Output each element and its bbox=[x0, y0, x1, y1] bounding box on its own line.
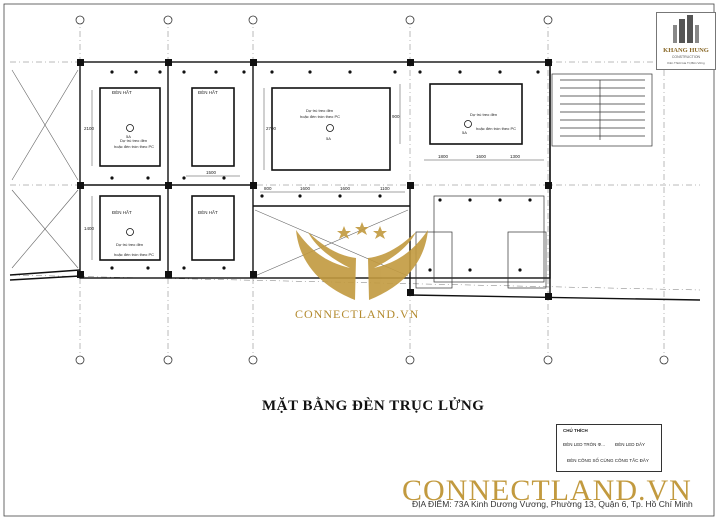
fixture-note-2b: hoặc đèn tròn theo PC bbox=[300, 114, 340, 119]
fixture-note-3b: hoặc đèn tròn theo PC bbox=[476, 126, 516, 131]
logo-tagline: Kiến Thiết Gia Trị Bền Vững bbox=[667, 61, 705, 65]
dim-900: 900 bbox=[392, 114, 400, 119]
void-cross bbox=[11, 69, 409, 277]
dim-1100: 1100 bbox=[380, 186, 390, 191]
label-den-hat-4: ĐÈN HẮT bbox=[198, 208, 218, 215]
building-logo-icon bbox=[673, 15, 699, 43]
logo-subtitle: CONSTRUCTION bbox=[671, 55, 701, 59]
legend-box: CHÚ THÍCH ĐÈN LED TRÒN Φ... ĐÈN LED DÂY … bbox=[556, 424, 662, 472]
dim-1600-a: 1600 bbox=[300, 186, 311, 191]
dim-800: 800 bbox=[264, 186, 272, 191]
fixture-note-2a: Dự trù treo đèn bbox=[306, 108, 333, 113]
fixture-note-4a: Dự trù treo đèn bbox=[116, 242, 143, 247]
dim-2700: 2700 bbox=[266, 126, 277, 131]
legend-item-3: ĐÈN CÔNG SỐ CÙNG CÔNG TẮC ĐÂY bbox=[567, 458, 649, 463]
dimension-lines bbox=[91, 84, 544, 260]
company-logo: KHANG HUNG CONSTRUCTION Kiến Thiết Gia T… bbox=[656, 12, 716, 70]
logo-name: KHANG HUNG bbox=[663, 47, 709, 54]
grid-bubbles bbox=[75, 15, 669, 365]
fixture-tag-3: 5A bbox=[126, 134, 131, 139]
dim-1800: 1800 bbox=[438, 154, 449, 159]
fixture-note-1a: Dự trù treo đèn bbox=[120, 138, 147, 143]
fixture-tag-2: 5A bbox=[462, 130, 467, 135]
dim-1500: 1500 bbox=[206, 170, 217, 175]
label-den-hat-2: ĐÈN HẮT bbox=[198, 88, 218, 95]
fixture-note-4b: hoặc đèn tròn theo PC bbox=[114, 252, 154, 257]
dim-1600-c: 1600 bbox=[476, 154, 487, 159]
legend-header: CHÚ THÍCH bbox=[563, 428, 588, 433]
legend-item-1: ĐÈN LED TRÒN Φ... bbox=[563, 442, 606, 447]
fixture-tag-1: 5A bbox=[326, 136, 331, 141]
label-den-hat-1: ĐÈN HẮT bbox=[112, 88, 132, 95]
sheet-frame bbox=[3, 3, 715, 517]
legend-item-2: ĐÈN LED DÂY bbox=[615, 442, 646, 447]
stair bbox=[551, 73, 653, 147]
drawing-title: MẶT BẰNG ĐÈN TRỤC LỬNG bbox=[262, 398, 485, 414]
downlights bbox=[110, 70, 540, 272]
dim-1300: 1300 bbox=[510, 154, 521, 159]
dim-2100: 2100 bbox=[84, 126, 95, 131]
project-address: ĐỊA ĐIỂM: 73A Kinh Dương Vương, Phường 1… bbox=[412, 499, 693, 509]
dim-1600-b: 1600 bbox=[340, 186, 351, 191]
watermark-footer-text: CONNECTLAND.VN bbox=[402, 474, 692, 507]
outer-walls bbox=[9, 61, 701, 301]
fixtures bbox=[126, 120, 472, 236]
columns bbox=[77, 59, 552, 300]
fixture-note-3a: Dự trù treo đèn bbox=[470, 112, 497, 117]
watermark-center-text: CONNECTLAND.VN bbox=[295, 307, 420, 321]
fixture-note-1b: hoặc đèn tròn theo PC bbox=[114, 144, 154, 149]
label-den-hat-3: ĐÈN HẮT bbox=[112, 208, 132, 215]
dim-1400: 1400 bbox=[84, 226, 95, 231]
watermark-emblem bbox=[296, 222, 428, 300]
